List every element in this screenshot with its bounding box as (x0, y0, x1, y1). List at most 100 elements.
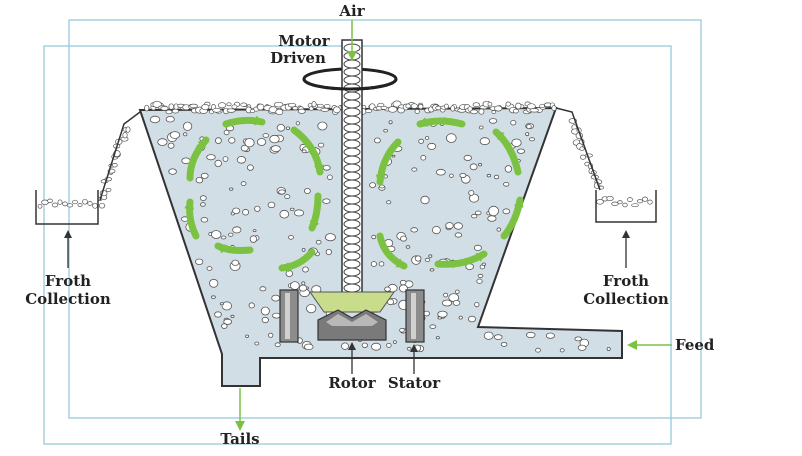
inner-frame (68, 19, 702, 419)
slurry-particle (378, 261, 385, 267)
slurry-particle (303, 187, 311, 194)
shaft-bead (343, 155, 361, 165)
slurry-particle (437, 310, 448, 318)
slurry-particle (405, 245, 411, 249)
froth-bubble (444, 103, 449, 109)
froth-bubble (450, 105, 456, 112)
shaft-bead (343, 259, 361, 269)
slurry-particle (268, 332, 274, 338)
shaft-bead (343, 147, 361, 157)
slurry-particle (529, 137, 536, 142)
slurry-particle (413, 344, 422, 352)
froth-bubble (515, 102, 522, 110)
slurry-particle (295, 121, 300, 126)
slurry-particle (259, 286, 267, 292)
froth-bubble (320, 107, 330, 112)
slurry-particle (386, 342, 392, 348)
slurry-particle (369, 182, 377, 189)
shaft-bead (343, 251, 361, 261)
froth-trough-right (595, 190, 657, 223)
slurry-particle (418, 138, 425, 144)
rotor-highlight (326, 314, 378, 326)
froth-bubble (212, 107, 222, 113)
slurry-particle (373, 137, 381, 144)
slurry-particle (503, 182, 510, 187)
slurry-particle (386, 200, 392, 205)
slurry-particle (248, 302, 255, 309)
froth-bubble (168, 103, 175, 110)
froth-left-label-line1: Froth (45, 272, 91, 290)
froth-right-label-line2: Collection (583, 290, 669, 308)
slurry-particle (322, 165, 331, 171)
slurry-particle (500, 341, 508, 347)
slurry-particle (228, 232, 234, 237)
slurry-particle (200, 217, 209, 223)
shaft-bead (343, 139, 361, 149)
slurry-particle (252, 229, 257, 233)
slurry-particle (443, 292, 449, 298)
air-label: Air (338, 2, 365, 20)
slurry-particle (322, 198, 331, 204)
froth-bubble (51, 202, 59, 208)
slurry-particle (232, 226, 242, 234)
motor-ring-front (302, 78, 398, 91)
slurry-particle (384, 286, 391, 292)
froth-bubble (125, 126, 131, 133)
slurry-particle (361, 342, 368, 348)
slurry-particle (229, 187, 234, 191)
froth-bubble (62, 201, 68, 207)
slurry-particle (476, 278, 483, 284)
slurry-particle (214, 137, 222, 144)
froth-bubble (627, 197, 633, 202)
slurry-particle (270, 145, 281, 153)
slurry-particle (303, 343, 314, 350)
slurry-particle (219, 302, 224, 306)
slurry-particle (317, 142, 325, 148)
slurry-particle (261, 316, 269, 324)
slurry-particle (230, 314, 235, 318)
slurry-particle (210, 295, 216, 299)
froth-lip-left (99, 111, 141, 201)
froth-bubble (87, 201, 93, 206)
slurry-particle (195, 258, 204, 265)
slurry-particle (391, 154, 396, 158)
slurry-particle (269, 134, 280, 144)
slurry-particle (477, 273, 484, 278)
froth-bubble (478, 108, 485, 115)
slurry-particle (165, 115, 175, 123)
motor-label-line1: Motor (278, 32, 331, 50)
slurry-particle (463, 154, 472, 161)
slurry-particle (478, 125, 484, 130)
shaft-bead (343, 115, 361, 125)
slurry-particle (502, 208, 511, 215)
slurry-particle (182, 132, 188, 137)
slurry-particle (262, 133, 270, 138)
slurry-particle (231, 259, 240, 266)
slurry-particle (195, 176, 204, 184)
slurry-particle (267, 201, 276, 209)
slurry-particle (420, 154, 427, 161)
shaft-bead (343, 283, 361, 293)
slurry-particle (453, 222, 463, 230)
froth-right-label-line1: Froth (603, 272, 649, 290)
slurry-particle (517, 148, 526, 154)
froth-bubble (631, 203, 639, 208)
shaft-bead (343, 171, 361, 181)
froth-bubble (606, 195, 614, 202)
slurry-particle (200, 202, 206, 207)
froth-bubble (256, 103, 265, 111)
slurry-particle (467, 315, 476, 323)
froth-bubble (311, 101, 317, 108)
slurry-particle (293, 209, 305, 217)
slurry-particle (279, 209, 290, 219)
slurry-particle (315, 239, 322, 245)
slurry-particle (301, 281, 306, 286)
slurry-particle (271, 294, 281, 302)
slurry-particle (223, 129, 230, 136)
slurry-particle (420, 195, 430, 205)
froth-bubble (72, 199, 78, 205)
stator-label: Stator (388, 374, 441, 392)
slurry-particle (526, 124, 532, 130)
slurry-particle (388, 120, 393, 125)
